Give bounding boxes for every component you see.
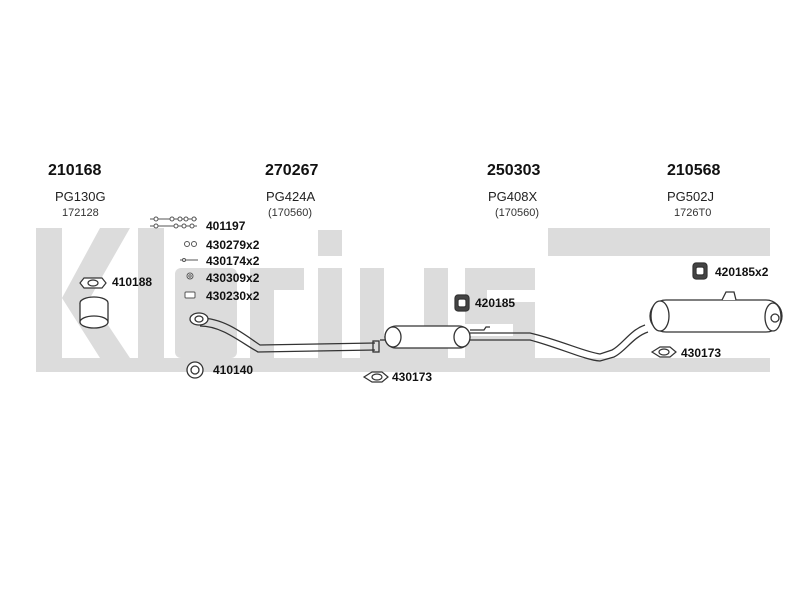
clamp-430173-right-icon xyxy=(650,346,677,358)
part-430173-right-label: 430173 xyxy=(681,346,722,360)
catalyst-block xyxy=(79,296,109,329)
bolt-430279-icon xyxy=(184,241,197,247)
part-420185-label: 420185 xyxy=(475,296,516,310)
part-430230-label: 430230x2 xyxy=(206,289,260,303)
bolt-430309-icon xyxy=(186,272,194,280)
intermediate-pipe xyxy=(470,324,649,362)
bolt-430230-icon xyxy=(184,291,196,299)
group-2-sub1: PG424A xyxy=(266,189,316,204)
group-1-sub2: 172128 xyxy=(62,207,99,219)
group-4-code: 210568 xyxy=(667,162,721,179)
group-1-sub1: PG130G xyxy=(55,189,106,204)
part-430174-label: 430174x2 xyxy=(206,254,260,268)
front-pipe xyxy=(189,312,380,353)
part-420185x2-label: 420185x2 xyxy=(715,265,769,279)
part-430309-label: 430309x2 xyxy=(206,271,260,285)
part-430173-left-label: 430173 xyxy=(392,370,433,384)
ring-410140-icon xyxy=(186,361,204,379)
hanger-420185-icon xyxy=(454,294,470,312)
group-1-code: 210168 xyxy=(48,162,102,179)
part-430279-label: 430279x2 xyxy=(206,238,260,252)
bolt-430174-icon xyxy=(180,258,198,262)
group-3-sub2: (170560) xyxy=(495,207,540,219)
group-2-sub2: (170560) xyxy=(268,207,313,219)
group-2-code: 270267 xyxy=(265,162,319,179)
hanger-420185x2-icon xyxy=(692,262,708,280)
bolt-set-401197-icon xyxy=(150,216,197,229)
rear-silencer xyxy=(649,291,783,333)
group-4-sub1: PG502J xyxy=(667,189,714,204)
group-3-sub1: PG408X xyxy=(488,189,538,204)
gasket-410188-icon xyxy=(79,277,107,289)
group-4-sub2: 1726T0 xyxy=(674,207,712,219)
clamp-430173-left-icon xyxy=(362,371,389,383)
part-410188-label: 410188 xyxy=(112,275,153,289)
part-410140-label: 410140 xyxy=(213,363,254,377)
middle-silencer xyxy=(380,325,490,349)
group-3-code: 250303 xyxy=(487,162,541,179)
part-401197-label: 401197 xyxy=(206,219,246,233)
